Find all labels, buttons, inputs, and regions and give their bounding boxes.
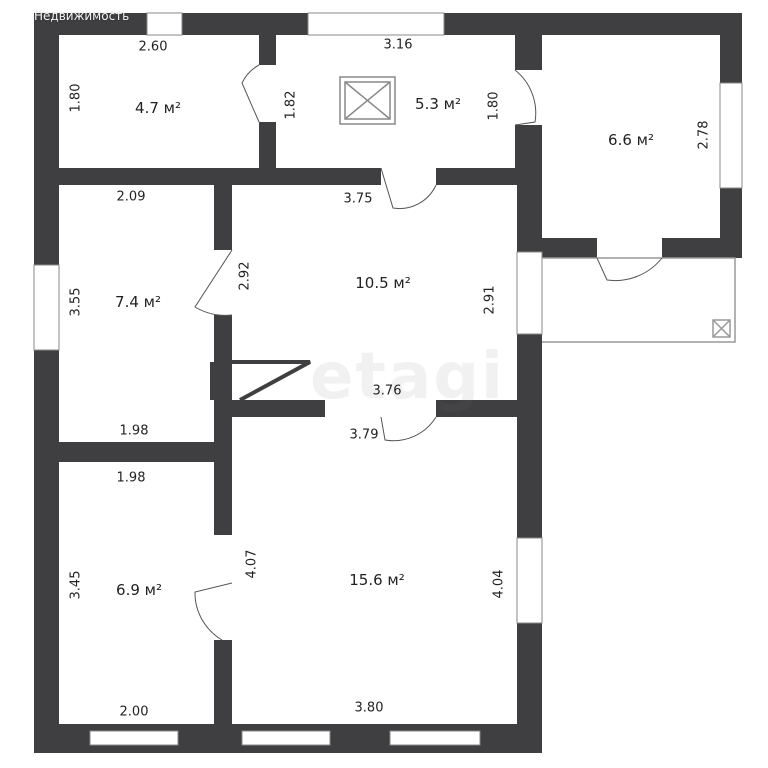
room-top-left-width: 2.60 bbox=[138, 39, 168, 55]
room-center-upper-width-bottom: 3.76 bbox=[372, 383, 402, 399]
room-center-upper-width-top: 3.75 bbox=[343, 191, 373, 207]
room-left-upper-width-top: 2.09 bbox=[116, 189, 146, 205]
room-top-middle-height-left: 1.82 bbox=[283, 90, 299, 120]
room-top-middle-height-right: 1.80 bbox=[486, 91, 502, 121]
windows bbox=[33, 12, 743, 746]
room-top-right-area: 6.6 м² bbox=[608, 131, 654, 149]
room-left-lower-width-bottom: 2.00 bbox=[119, 704, 149, 720]
room-center-lower-width-top: 3.79 bbox=[349, 427, 379, 443]
room-left-lower-area: 6.9 м² bbox=[116, 581, 162, 599]
room-center-lower-area: 15.6 м² bbox=[349, 571, 405, 589]
room-left-lower-height: 3.45 bbox=[68, 570, 84, 600]
room-center-lower-height-right: 4.04 bbox=[491, 569, 507, 599]
room-center-upper-height-right: 2.91 bbox=[482, 285, 498, 315]
brand-watermark: etagi bbox=[310, 340, 505, 414]
room-left-lower-width-top: 1.98 bbox=[116, 470, 146, 486]
ventilation-symbol bbox=[339, 76, 396, 125]
room-top-middle-area: 5.3 м² bbox=[415, 95, 461, 113]
room-top-middle-width: 3.16 bbox=[383, 37, 413, 53]
room-left-upper-width-bottom: 1.98 bbox=[119, 423, 149, 439]
stairs-symbol bbox=[210, 360, 311, 402]
room-top-left-area: 4.7 м² bbox=[135, 99, 181, 117]
room-top-left-height: 1.80 bbox=[68, 83, 84, 113]
room-center-lower-width-bottom: 3.80 bbox=[354, 700, 384, 716]
room-center-lower-height-left: 4.07 bbox=[244, 549, 260, 579]
room-top-right-height: 2.78 bbox=[696, 120, 712, 150]
watermark-text: Недвижимость bbox=[34, 9, 130, 23]
room-left-upper-area: 7.4 м² bbox=[115, 293, 161, 311]
balcony bbox=[542, 257, 736, 343]
room-left-upper-height: 3.55 bbox=[68, 287, 84, 317]
doors bbox=[194, 64, 663, 641]
room-center-upper-area: 10.5 м² bbox=[355, 274, 411, 292]
room-center-upper-height-left: 2.92 bbox=[237, 261, 253, 291]
